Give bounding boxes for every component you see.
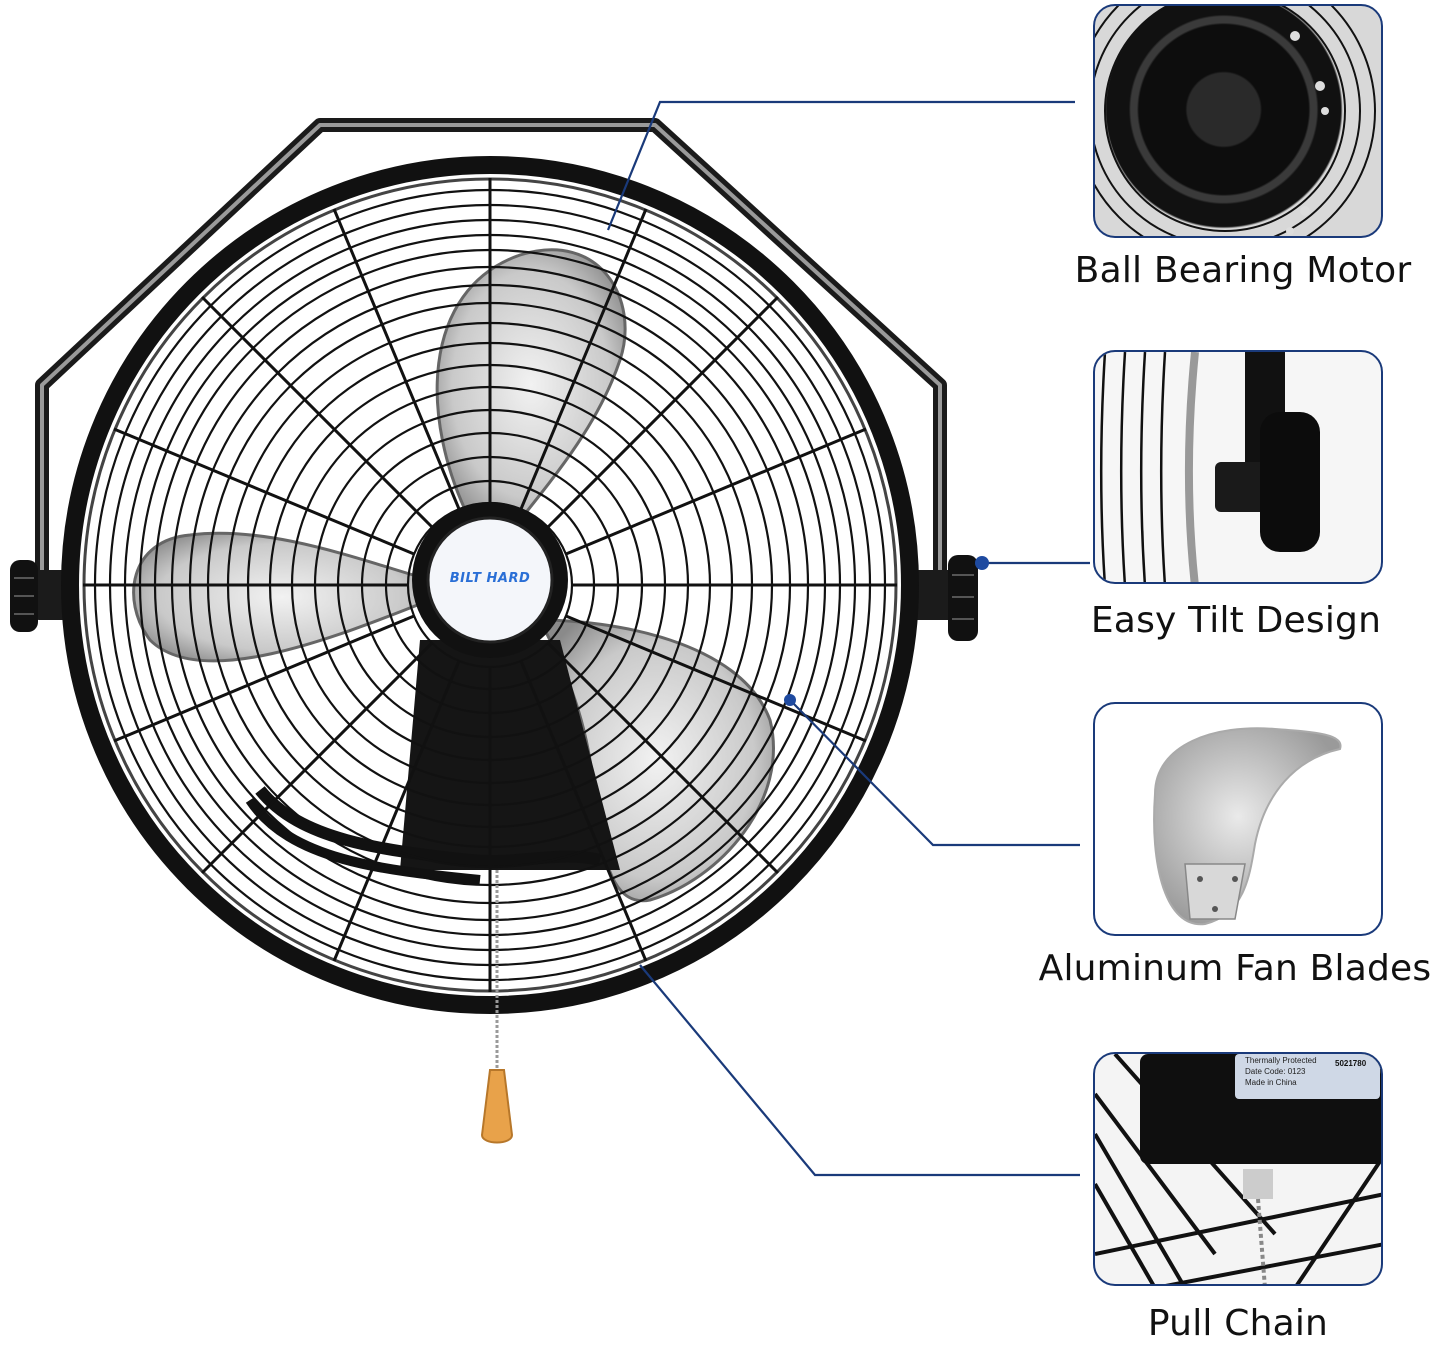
sticker-line-3: Made in China (1245, 1078, 1297, 1087)
leader-lines (606, 100, 1090, 1177)
right-tilt-knob (912, 555, 978, 641)
tilt-callout-dot (975, 556, 989, 570)
feature-caption-blades: Aluminum Fan Blades (1038, 948, 1432, 989)
feature-caption-tilt: Easy Tilt Design (1090, 600, 1382, 641)
pull-chain-closeup-image: Thermally Protected Date Code: 0123 Made… (1093, 1052, 1383, 1286)
sticker-line-1: Thermally Protected (1245, 1056, 1317, 1065)
sticker-line-2: Date Code: 0123 (1245, 1067, 1306, 1076)
blade-callout-dot (784, 694, 796, 706)
feature-caption-motor: Ball Bearing Motor (1074, 250, 1412, 291)
tilt-knob-closeup-image (1093, 350, 1383, 584)
feature-caption-pull-chain: Pull Chain (1147, 1303, 1329, 1344)
mounting-bracket (35, 118, 947, 600)
motor-housing (245, 640, 620, 885)
sticker-model: 5021780 (1335, 1059, 1367, 1068)
grille-spokes (83, 178, 897, 992)
brand-label: BILT HARD (449, 571, 531, 586)
fan-blade-closeup-image (1093, 702, 1383, 936)
motor-closeup-image (1093, 4, 1383, 238)
pull-chain (480, 870, 514, 1144)
